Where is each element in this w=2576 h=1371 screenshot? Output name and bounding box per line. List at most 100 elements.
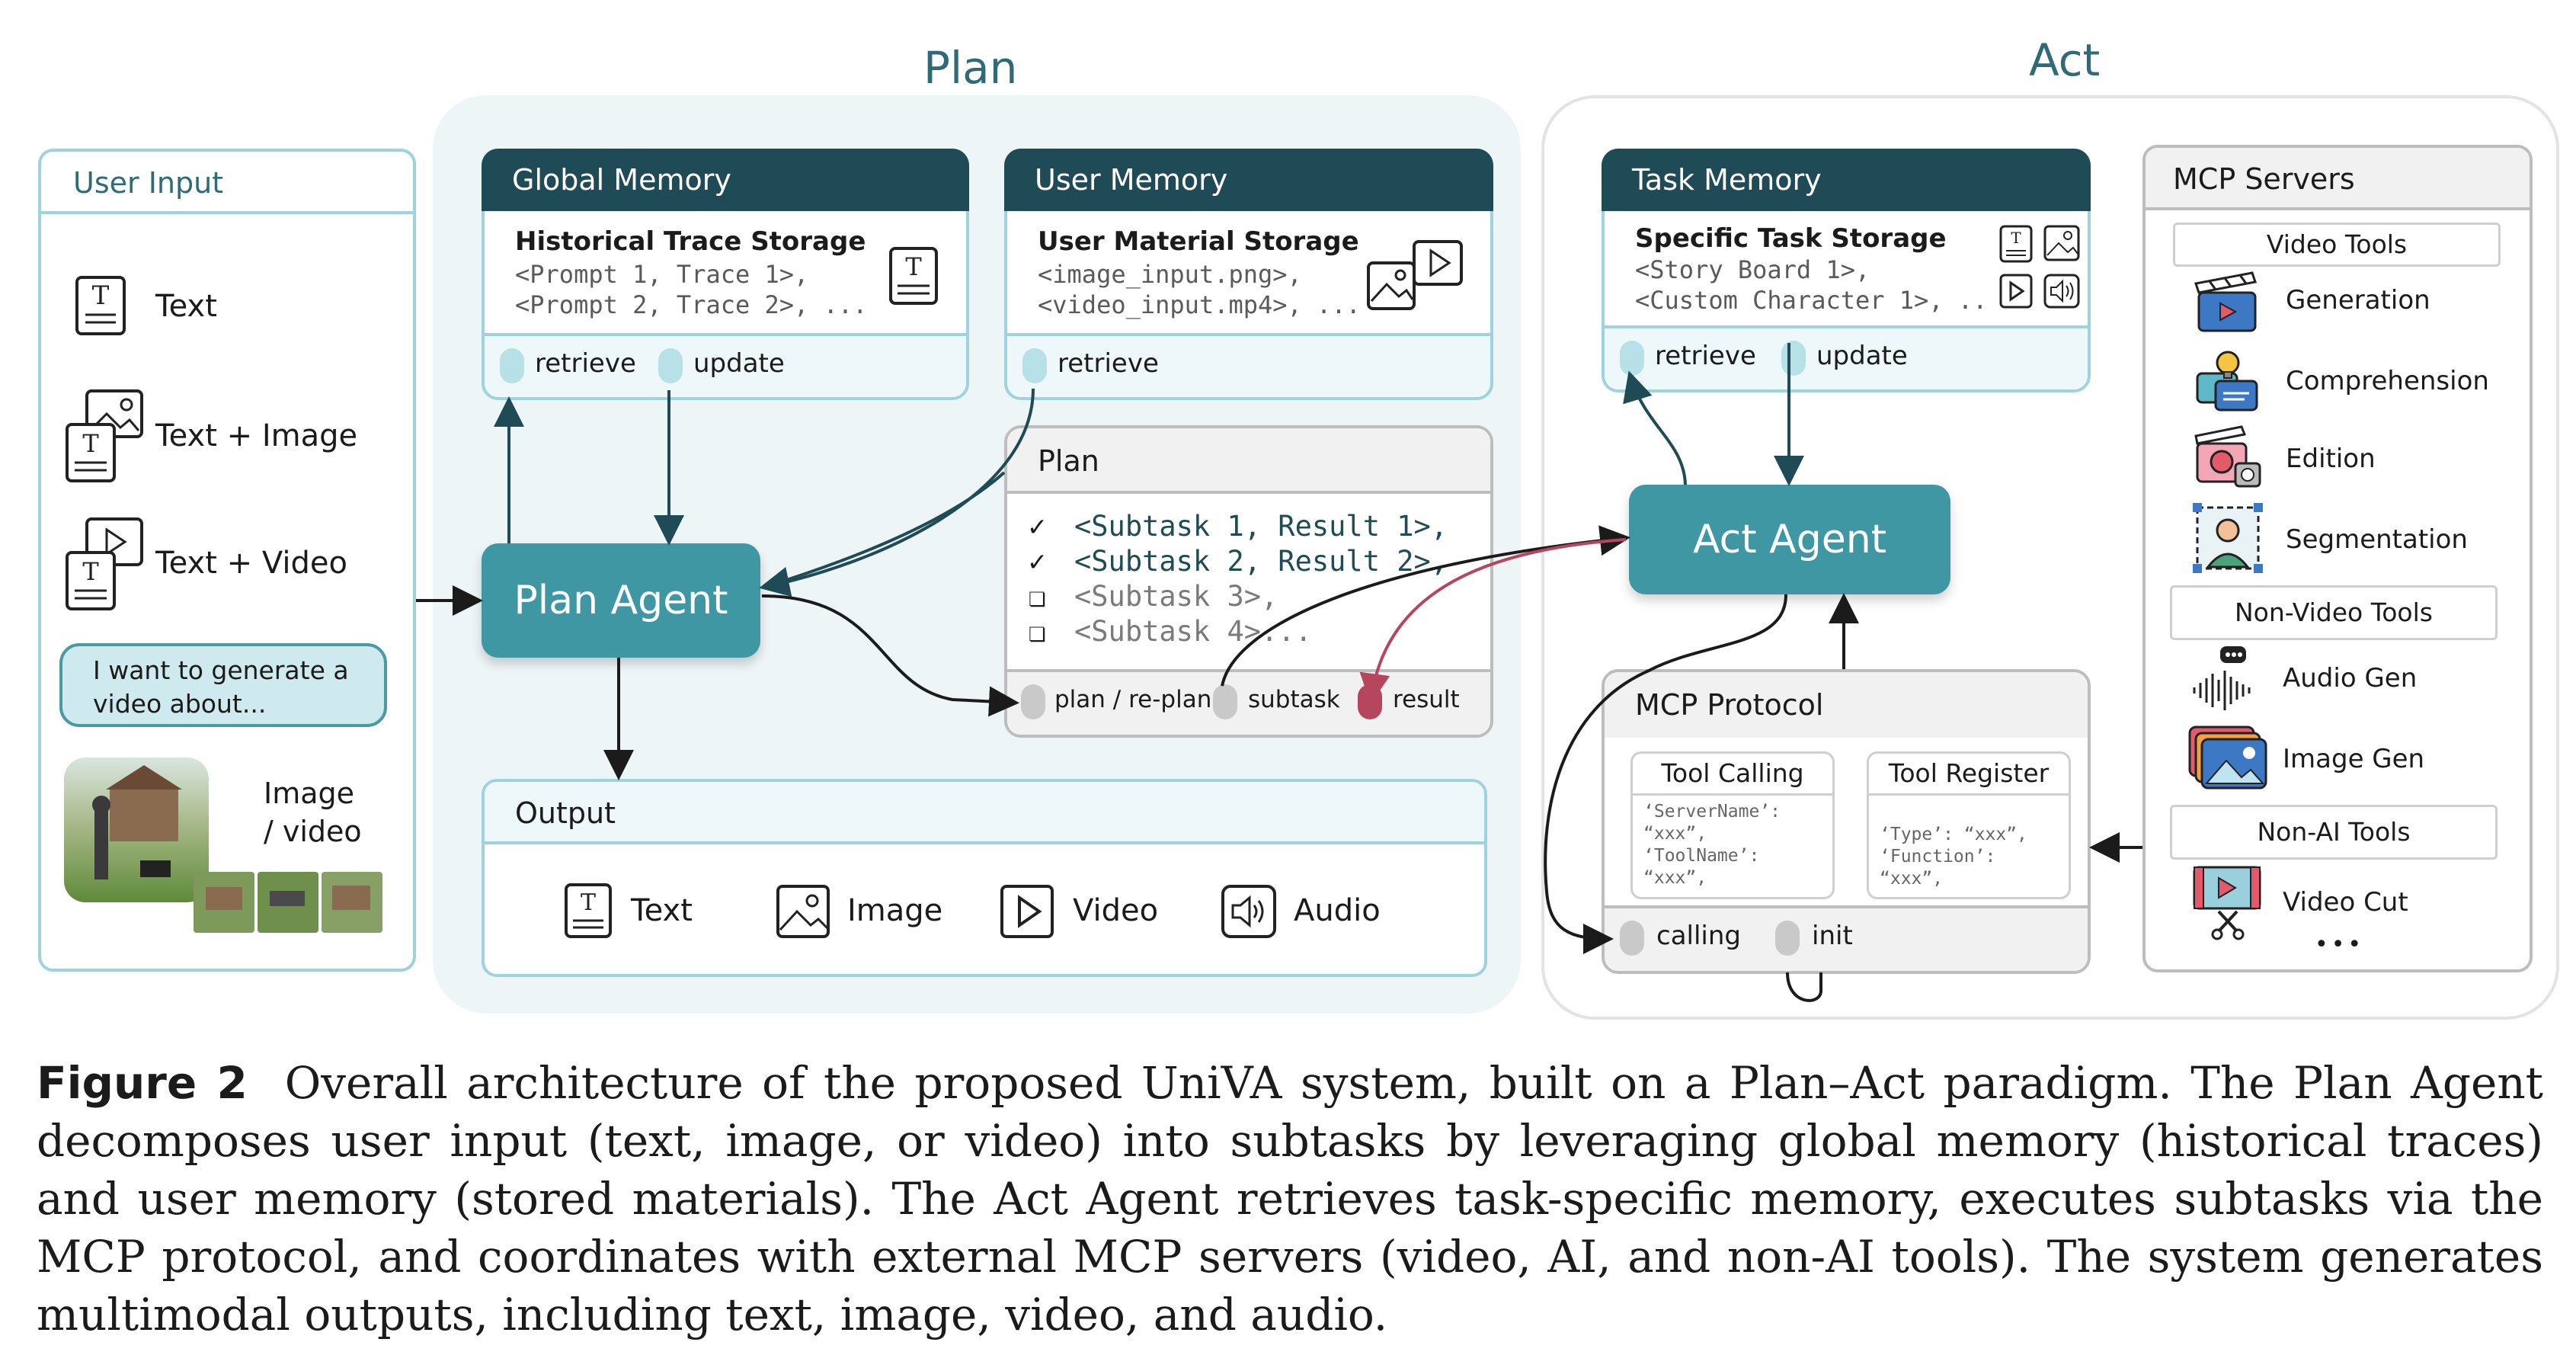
connector-arrows	[416, 343, 2142, 1002]
global-memory-line1: <Prompt 1, Trace 1>,	[515, 260, 809, 289]
comprehension-icon	[2196, 351, 2258, 412]
check-icon: ✓	[1029, 545, 1046, 578]
plan-agent[interactable]: Plan Agent	[482, 543, 760, 658]
user-input-title: User Input	[41, 152, 413, 214]
tool-image-gen: Image Gen	[2283, 744, 2425, 774]
mcp-servers-title: MCP Servers	[2146, 148, 2530, 210]
plan-port[interactable]	[1021, 684, 1045, 719]
mcp-servers-box: MCP Servers Video Tools Generation Compr…	[2142, 145, 2533, 972]
global-memory-footer: retrieve update	[485, 333, 966, 397]
task-memory-box: Task Memory Specific Task Storage <Story…	[1602, 149, 2091, 392]
image-icon	[776, 885, 830, 938]
input-item-text: Text	[155, 289, 217, 324]
user-memory-line2: <video_input.mp4>, ...	[1038, 290, 1361, 319]
non-ai-tools-header: Non-AI Tools	[2170, 805, 2498, 860]
output-title: Output	[485, 782, 1484, 844]
tool-calling-card: Tool Calling ‘ServerName’: “xxx”, ‘ToolN…	[1630, 751, 1835, 899]
svg-text:T: T	[581, 889, 596, 916]
update-port[interactable]	[658, 348, 683, 383]
media-label-video: / video	[264, 815, 362, 848]
user-memory-subtitle: User Material Storage	[1038, 226, 1359, 257]
svg-text:T: T	[92, 280, 110, 311]
user-memory-title: User Memory	[1004, 149, 1493, 211]
output-box: Output T Text Image Video Audio	[482, 779, 1487, 977]
input-item-text-video: Text + Video	[155, 546, 347, 581]
video-cut-icon	[2193, 866, 2261, 940]
tool-generation: Generation	[2286, 285, 2430, 316]
task-memory-subtitle: Specific Task Storage	[1635, 223, 1947, 254]
plan-item: <Subtask 2, Result 2>,	[1074, 545, 1448, 578]
global-memory-line2: <Prompt 2, Trace 2>, ...	[515, 290, 868, 319]
image-gen-icon	[2188, 726, 2267, 790]
svg-text:T: T	[82, 429, 99, 458]
tool-calling-title: Tool Calling	[1633, 754, 1832, 796]
edition-icon	[2194, 425, 2261, 488]
media-label-image: Image	[264, 777, 355, 810]
caption-text: Overall architecture of the proposed Uni…	[37, 1057, 2543, 1341]
user-memory-box: User Memory User Material Storage <image…	[1004, 149, 1493, 400]
text-doc-icon: T	[889, 247, 938, 305]
text-doc-icon: T	[75, 276, 126, 335]
figure-caption: Figure 2 Overall architecture of the pro…	[37, 1054, 2543, 1344]
tool-register-title: Tool Register	[1869, 754, 2069, 796]
video-icon	[1000, 885, 1054, 938]
media-thumbnails	[64, 758, 382, 933]
text-video-icon: T	[66, 517, 143, 610]
update-port[interactable]	[1781, 341, 1806, 376]
subtask-port[interactable]	[1213, 684, 1237, 719]
generation-icon	[2194, 271, 2257, 332]
plan-item: <Subtask 4>...	[1074, 615, 1312, 648]
task-memory-line1: <Story Board 1>,	[1635, 255, 1870, 284]
global-memory-subtitle: Historical Trace Storage	[515, 226, 866, 257]
user-input-panel: User Input T Text T Text + Image T Text …	[38, 149, 416, 972]
mcp-protocol-footer: calling init	[1605, 905, 2088, 971]
output-image: Image	[847, 893, 943, 928]
tool-register-code: ‘Type’: “xxx”, ‘Function’: “xxx”,	[1880, 825, 2027, 889]
input-item-text-image: Text + Image	[155, 418, 358, 453]
checkbox-icon: ❏	[1029, 615, 1046, 648]
user-memory-footer: retrieve	[1007, 333, 1490, 397]
mcp-protocol-box: MCP Protocol Tool Calling ‘ServerName’: …	[1602, 669, 2091, 974]
svg-text:T: T	[82, 557, 99, 586]
plan-item: <Subtask 3>,	[1074, 580, 1278, 613]
subtask-label: subtask	[1248, 686, 1340, 713]
user-memory-retrieve: retrieve	[1058, 348, 1159, 379]
global-memory-title: Global Memory	[482, 149, 969, 211]
output-audio: Audio	[1294, 893, 1381, 928]
svg-text:T: T	[2011, 229, 2021, 247]
tool-register-card: Tool Register ‘Type’: “xxx”, ‘Function’:…	[1867, 751, 2071, 899]
task-memory-retrieve: retrieve	[1655, 341, 1756, 371]
tool-calling-code: ‘ServerName’: “xxx”, ‘ToolName’: “xxx”,	[1643, 802, 1781, 888]
more-tools-ellipsis: •••	[2315, 931, 2365, 958]
prompt-bubble[interactable]: I want to generate a video about...	[59, 643, 387, 727]
act-region-title: Act	[2029, 34, 2101, 86]
calling-port[interactable]	[1620, 921, 1644, 956]
non-video-tools-header: Non-Video Tools	[2170, 585, 2498, 640]
retrieve-port[interactable]	[1022, 348, 1047, 383]
tool-audio-gen: Audio Gen	[2283, 663, 2418, 694]
tool-video-cut: Video Cut	[2283, 887, 2408, 918]
video-tools-header: Video Tools	[2173, 223, 2501, 267]
audio-gen-icon	[2193, 646, 2251, 710]
retrieve-port[interactable]	[1620, 341, 1644, 376]
retrieve-port[interactable]	[500, 348, 524, 383]
act-agent[interactable]: Act Agent	[1629, 485, 1950, 594]
task-memory-footer: retrieve update	[1605, 325, 2088, 389]
text-image-icon: T	[66, 389, 143, 482]
check-icon: ✓	[1029, 510, 1046, 543]
init-port[interactable]	[1775, 921, 1800, 956]
plan-box-title: Plan	[1007, 428, 1490, 494]
plan-item: <Subtask 1, Result 1>,	[1074, 510, 1448, 543]
task-memory-line2: <Custom Character 1>, ..	[1635, 286, 1988, 315]
task-memory-title: Task Memory	[1602, 149, 2091, 211]
global-memory-update: update	[693, 348, 785, 379]
result-label: result	[1393, 686, 1460, 713]
output-text: Text	[631, 893, 693, 928]
audio-icon	[1221, 885, 1276, 938]
global-memory-retrieve: retrieve	[535, 348, 636, 379]
mcp-calling-label: calling	[1656, 921, 1741, 951]
task-media-icons: T	[1999, 225, 2080, 309]
user-memory-line1: <image_input.png>,	[1038, 260, 1302, 289]
tool-comprehension: Comprehension	[2286, 366, 2489, 396]
segmentation-icon	[2193, 503, 2263, 573]
